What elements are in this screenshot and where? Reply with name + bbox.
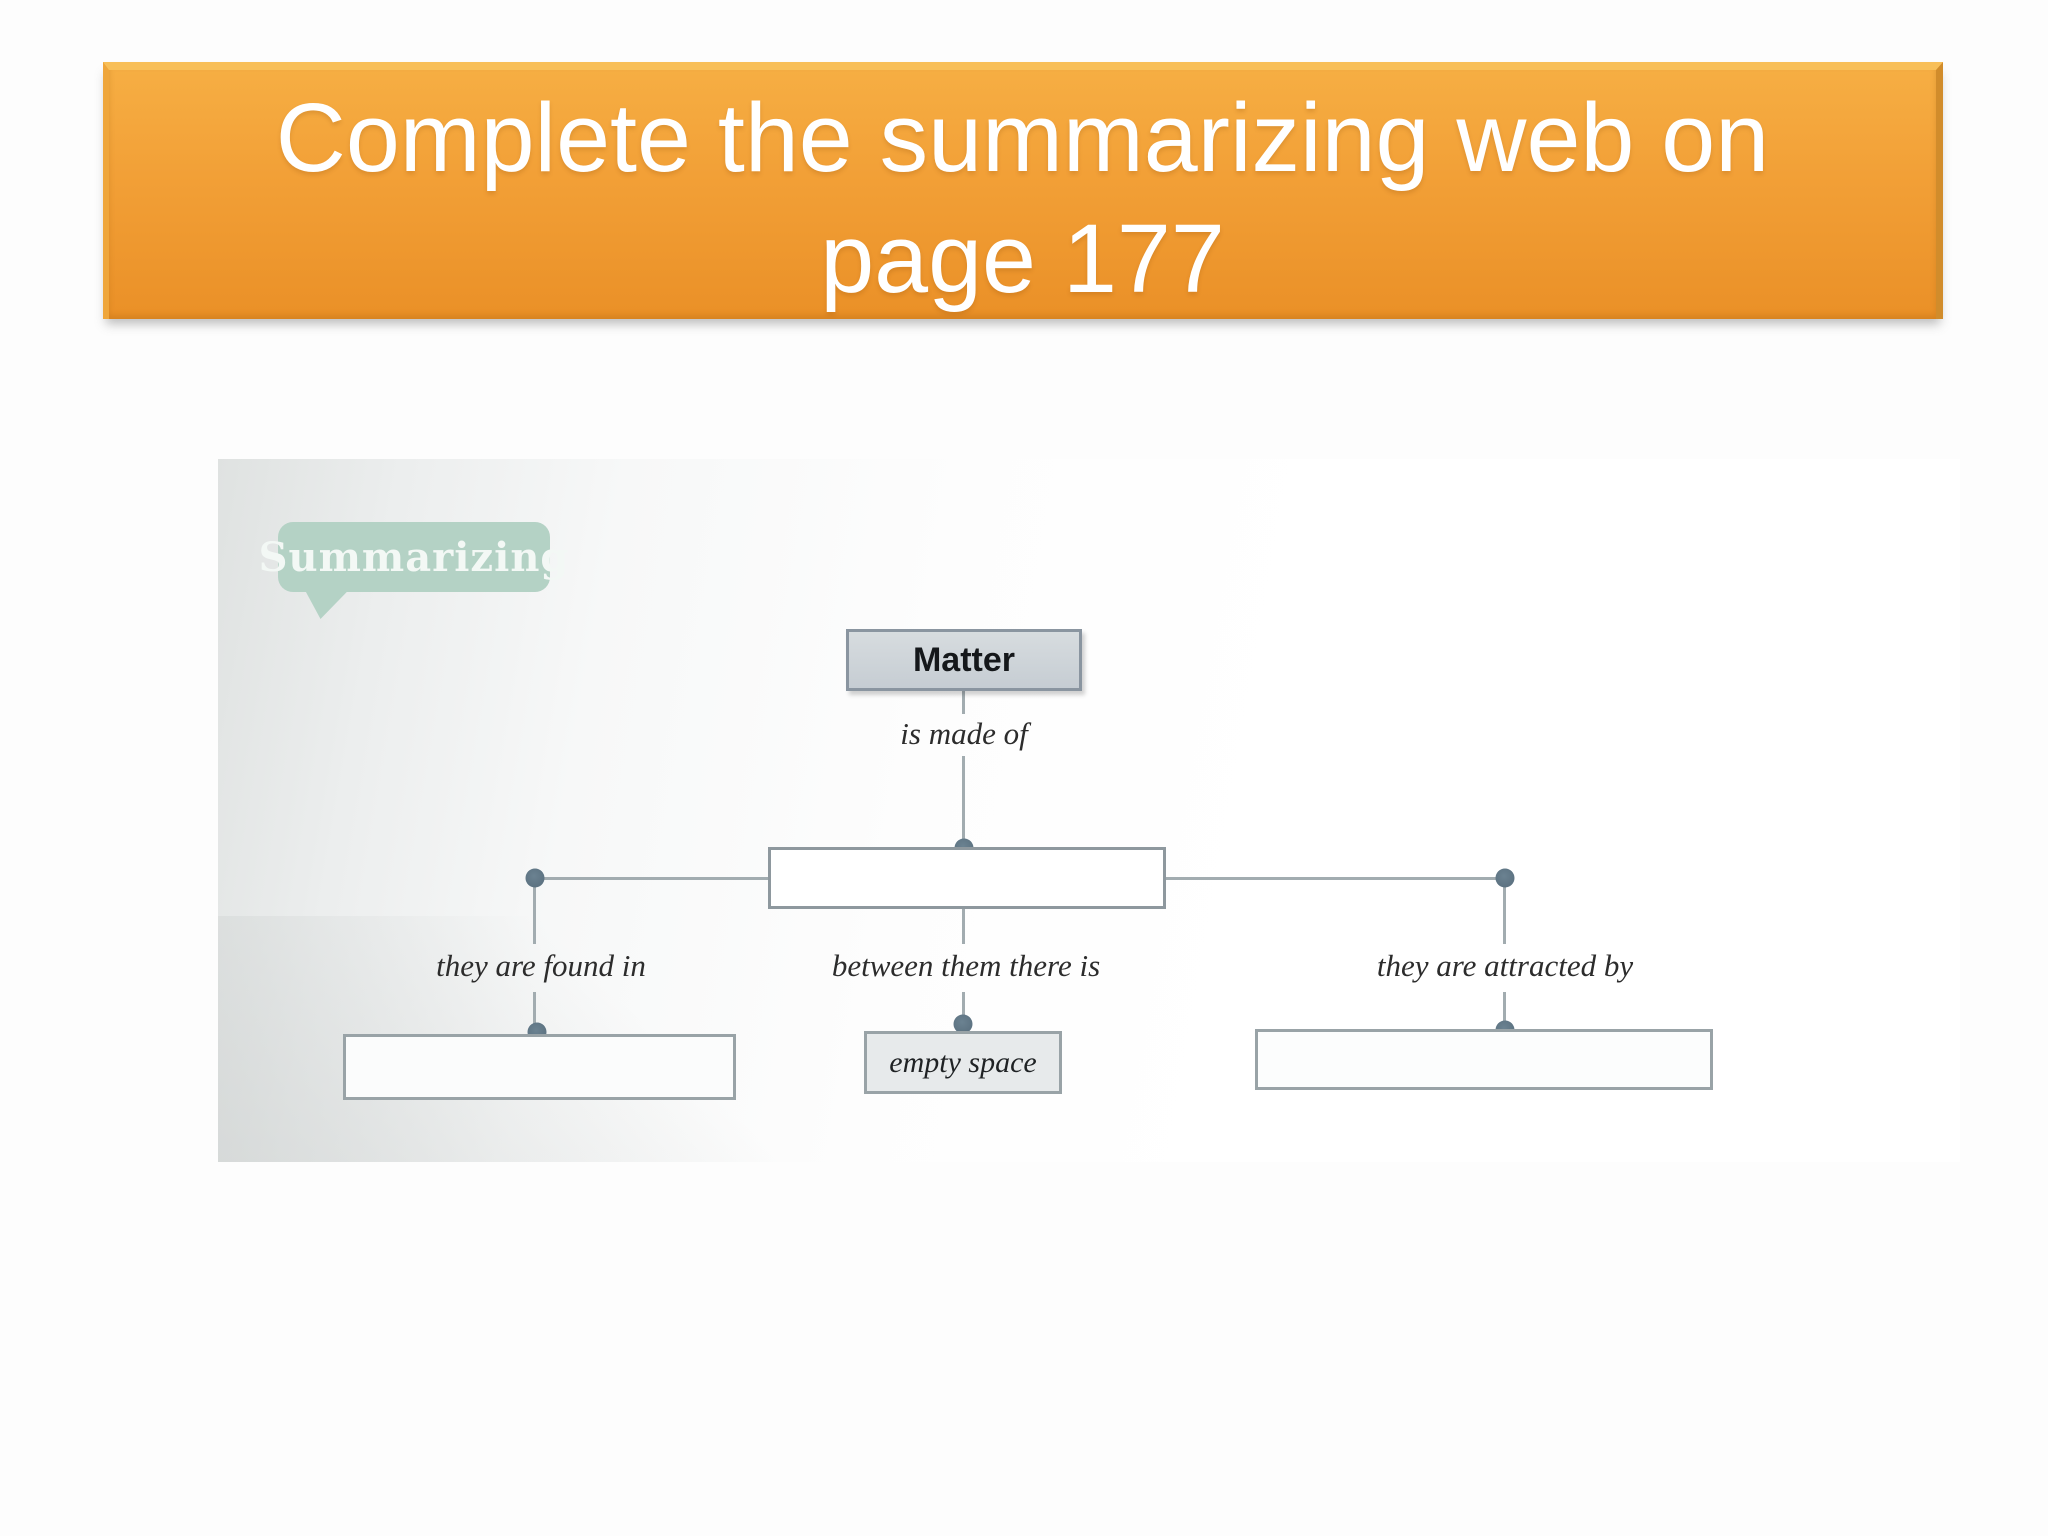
- edge-label-is-made-of: is made of: [900, 716, 1028, 751]
- node-empty-space-label: empty space: [889, 1045, 1037, 1079]
- node-matter: Matter: [846, 629, 1082, 691]
- connector-right-horizontal: [1165, 877, 1505, 880]
- title-banner: Complete the summarizing web on page 177: [103, 62, 1943, 319]
- node-center-blank: [768, 847, 1166, 909]
- summarizing-tag: Summarizing: [259, 522, 568, 592]
- connector-middle-upper: [962, 909, 965, 944]
- edge-label-found-in: they are found in: [436, 948, 646, 983]
- dot-right-junction: [1495, 868, 1515, 888]
- title-line-1: Complete the summarizing web on: [275, 83, 1770, 192]
- dot-middle-box-top: [953, 1014, 973, 1034]
- node-matter-label: Matter: [912, 640, 1016, 679]
- node-empty-space: empty space: [864, 1031, 1062, 1094]
- connector-middle-lower: [962, 992, 965, 1031]
- connector-left-upper: [533, 878, 536, 944]
- connector-root-lower: [962, 756, 965, 849]
- connector-left-horizontal: [535, 877, 769, 880]
- node-right-blank: [1255, 1029, 1713, 1090]
- connector-right-upper: [1503, 878, 1506, 944]
- title-line-2: page 177: [820, 204, 1225, 313]
- connector-right-lower: [1503, 992, 1506, 1030]
- edge-label-between-them: between them there is: [831, 948, 1101, 983]
- connector-left-lower: [533, 992, 536, 1034]
- connector-root-upper: [962, 691, 965, 714]
- dot-left-junction: [525, 868, 545, 888]
- node-left-blank: [343, 1034, 736, 1100]
- edge-label-attracted-by: they are attracted by: [1376, 948, 1634, 983]
- summarizing-tag-label: Summarizing: [258, 533, 570, 581]
